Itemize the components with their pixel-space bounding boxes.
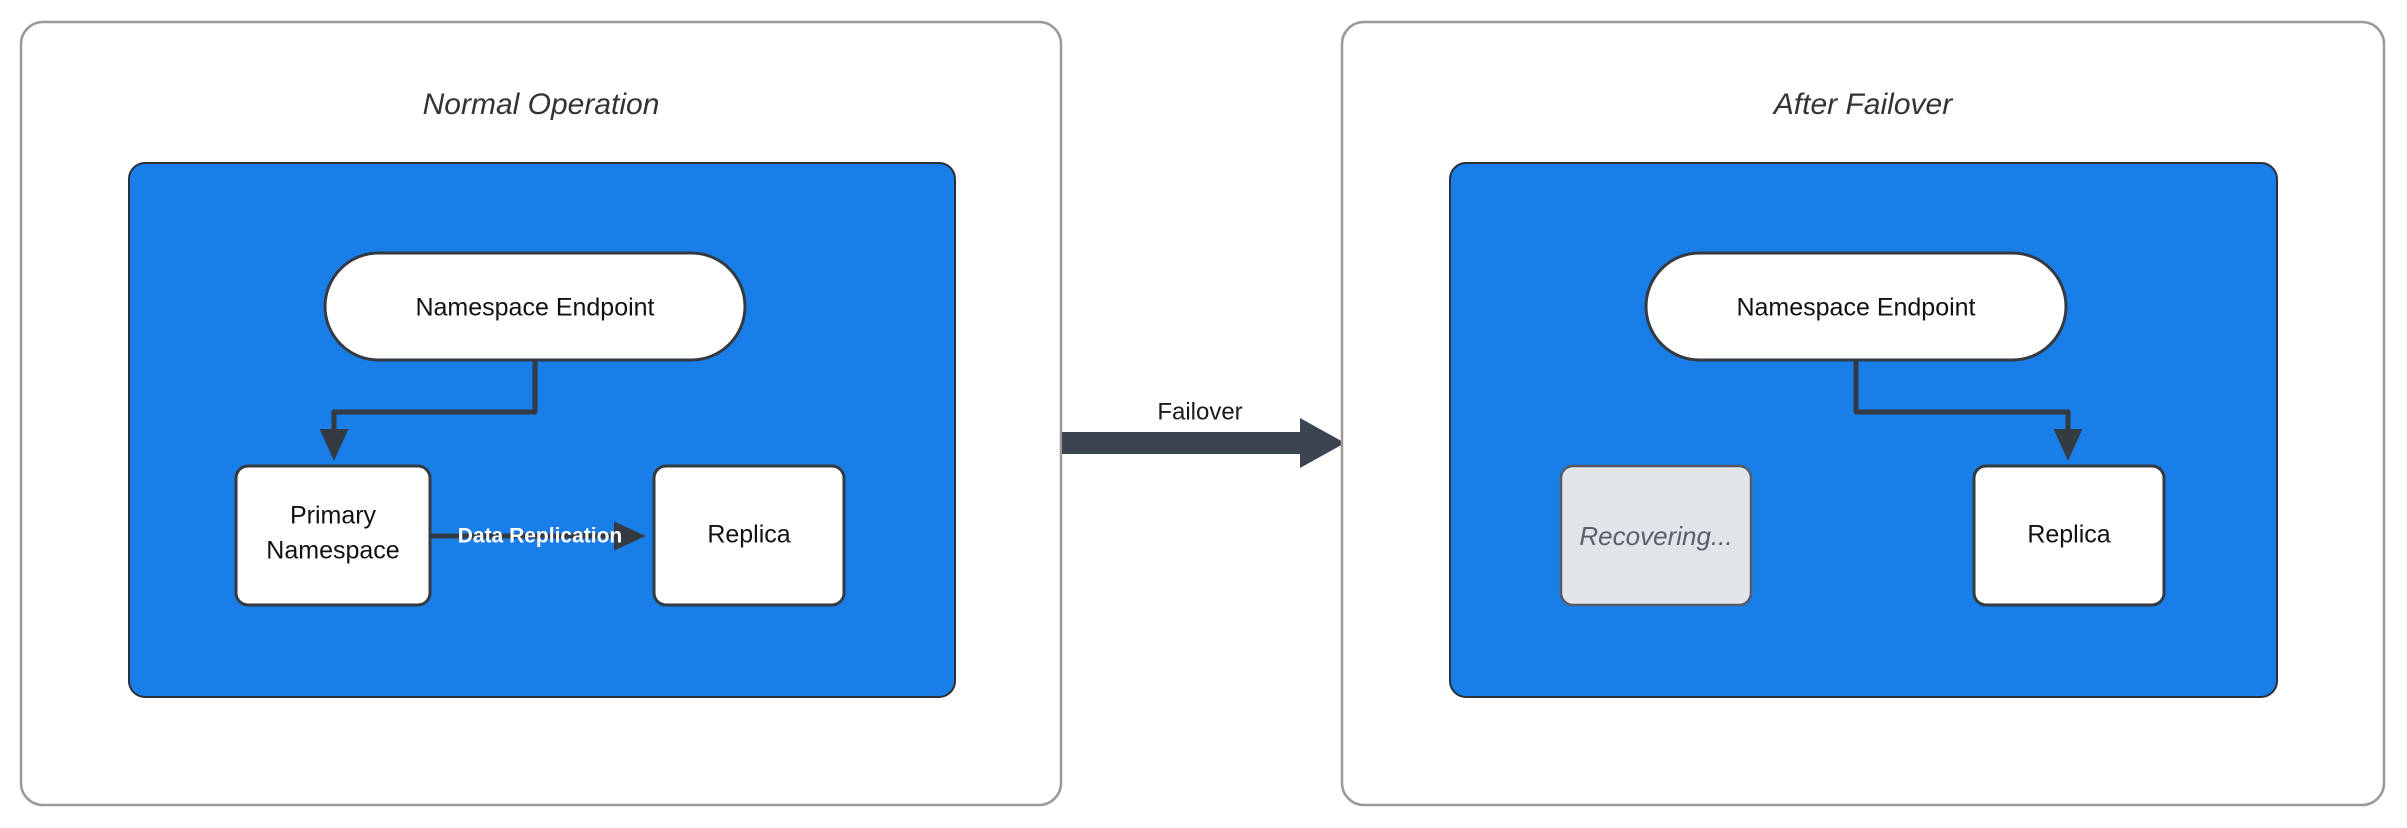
panel-title-right: After Failover (1772, 88, 1953, 121)
edge-endpoint-to-replica (1853, 357, 2083, 461)
panel-after-failover: After Failover Namespace Endpoint Recove… (1340, 20, 2386, 807)
node-recovering-shape[interactable] (1559, 464, 1753, 607)
edge-endpoint-to-primary (319, 357, 538, 461)
node-namespace-endpoint-right-label: Namespace Endpoint (1736, 294, 1975, 322)
node-primary-namespace-label-line1: Primary (290, 502, 377, 530)
node-namespace-endpoint-right[interactable]: Namespace Endpoint (1644, 251, 2068, 362)
edge-label-data-replication: Data Replication (458, 525, 623, 548)
node-namespace-endpoint-left-label: Namespace Endpoint (415, 294, 654, 322)
node-recovering[interactable]: Recovering... (1559, 464, 1753, 607)
node-replica-left-label: Replica (707, 521, 790, 549)
cluster-after-failover (1449, 162, 2278, 698)
node-replica-right-label: Replica (2027, 521, 2110, 549)
node-primary-namespace-shape[interactable] (234, 464, 432, 607)
node-replica-right-shape[interactable] (1972, 464, 2166, 607)
transition-arrow-head (1300, 418, 1345, 468)
node-namespace-endpoint-left-shape[interactable] (323, 251, 747, 362)
transition-failover: Failover (1062, 398, 1345, 468)
node-replica-right[interactable]: Replica (1972, 464, 2166, 607)
node-replica-left[interactable]: Replica (652, 464, 846, 607)
panel-title-left: Normal Operation (423, 88, 660, 121)
node-replica-left-shape[interactable] (652, 464, 846, 607)
node-primary-namespace-label-line2: Namespace (266, 537, 399, 565)
node-namespace-endpoint-right-shape[interactable] (1644, 251, 2068, 362)
node-namespace-endpoint-left[interactable]: Namespace Endpoint (323, 251, 747, 362)
cluster-normal-operation (128, 162, 956, 698)
node-recovering-label: Recovering... (1579, 521, 1732, 551)
node-primary-namespace[interactable]: Primary Namespace (234, 464, 432, 607)
transition-label-failover: Failover (1157, 398, 1242, 425)
panel-normal-operation: Normal Operation Namespace Endpoint Prim… (19, 20, 1063, 807)
